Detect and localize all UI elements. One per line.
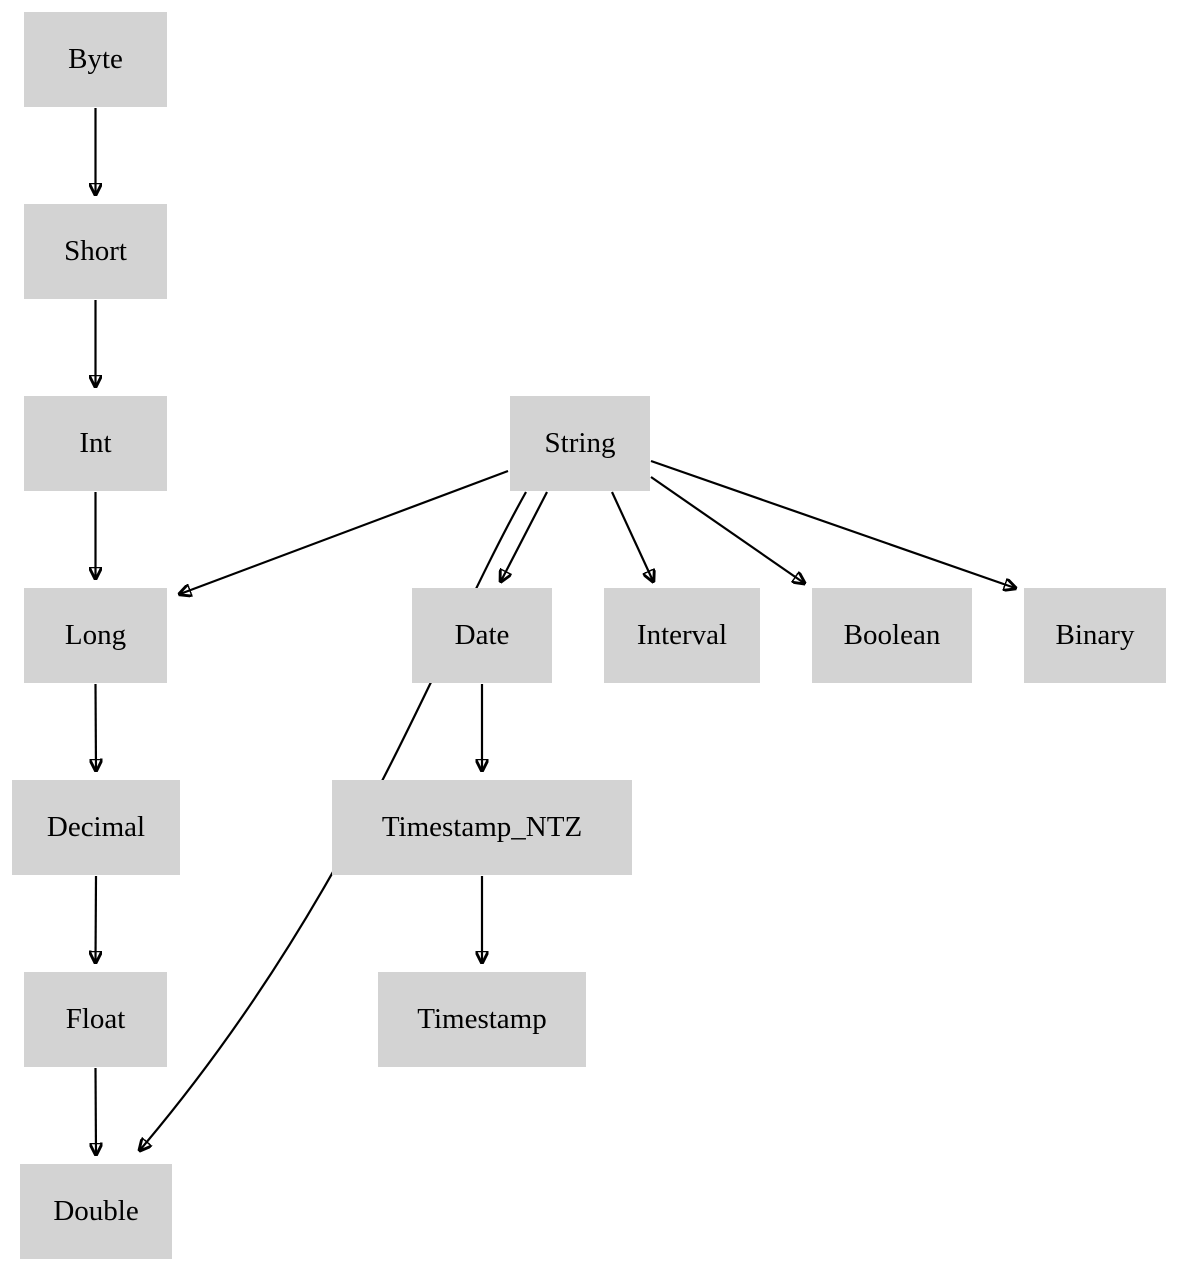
node-label-byte: Byte bbox=[68, 43, 123, 75]
node-label-binary: Binary bbox=[1055, 619, 1135, 651]
edge-string-date bbox=[501, 491, 548, 581]
node-label-date: Date bbox=[454, 619, 510, 651]
node-int: Int bbox=[24, 396, 167, 491]
node-interval: Interval bbox=[604, 588, 760, 683]
node-label-string: String bbox=[544, 427, 616, 459]
node-binary: Binary bbox=[1024, 588, 1166, 683]
node-long: Long bbox=[24, 588, 167, 683]
node-double: Double bbox=[20, 1164, 172, 1259]
edge-string-boolean bbox=[650, 476, 804, 583]
node-label-double: Double bbox=[53, 1195, 139, 1227]
node-label-decimal: Decimal bbox=[46, 811, 146, 843]
node-label-short: Short bbox=[64, 235, 127, 267]
node-label-timestamp_ntz: Timestamp_NTZ bbox=[381, 811, 583, 843]
edge-string-long bbox=[180, 469, 509, 594]
edge-decimal-float bbox=[96, 875, 97, 962]
edge-string-interval bbox=[611, 491, 653, 581]
node-label-float: Float bbox=[65, 1003, 126, 1035]
node-label-long: Long bbox=[64, 619, 127, 651]
node-label-interval: Interval bbox=[636, 619, 728, 651]
node-string: String bbox=[510, 396, 650, 491]
node-boolean: Boolean bbox=[812, 588, 972, 683]
node-label-timestamp: Timestamp bbox=[417, 1003, 547, 1035]
node-byte: Byte bbox=[24, 12, 167, 107]
node-short: Short bbox=[24, 204, 167, 299]
edge-long-decimal bbox=[96, 683, 97, 770]
node-label-int: Int bbox=[79, 427, 112, 459]
edge-string-binary bbox=[650, 459, 1015, 588]
node-label-boolean: Boolean bbox=[843, 619, 941, 651]
node-timestamp: Timestamp bbox=[378, 972, 586, 1067]
node-float: Float bbox=[24, 972, 167, 1067]
node-decimal: Decimal bbox=[12, 780, 180, 875]
node-date: Date bbox=[412, 588, 552, 683]
node-timestamp_ntz: Timestamp_NTZ bbox=[332, 780, 632, 875]
edge-float-double bbox=[96, 1067, 97, 1154]
